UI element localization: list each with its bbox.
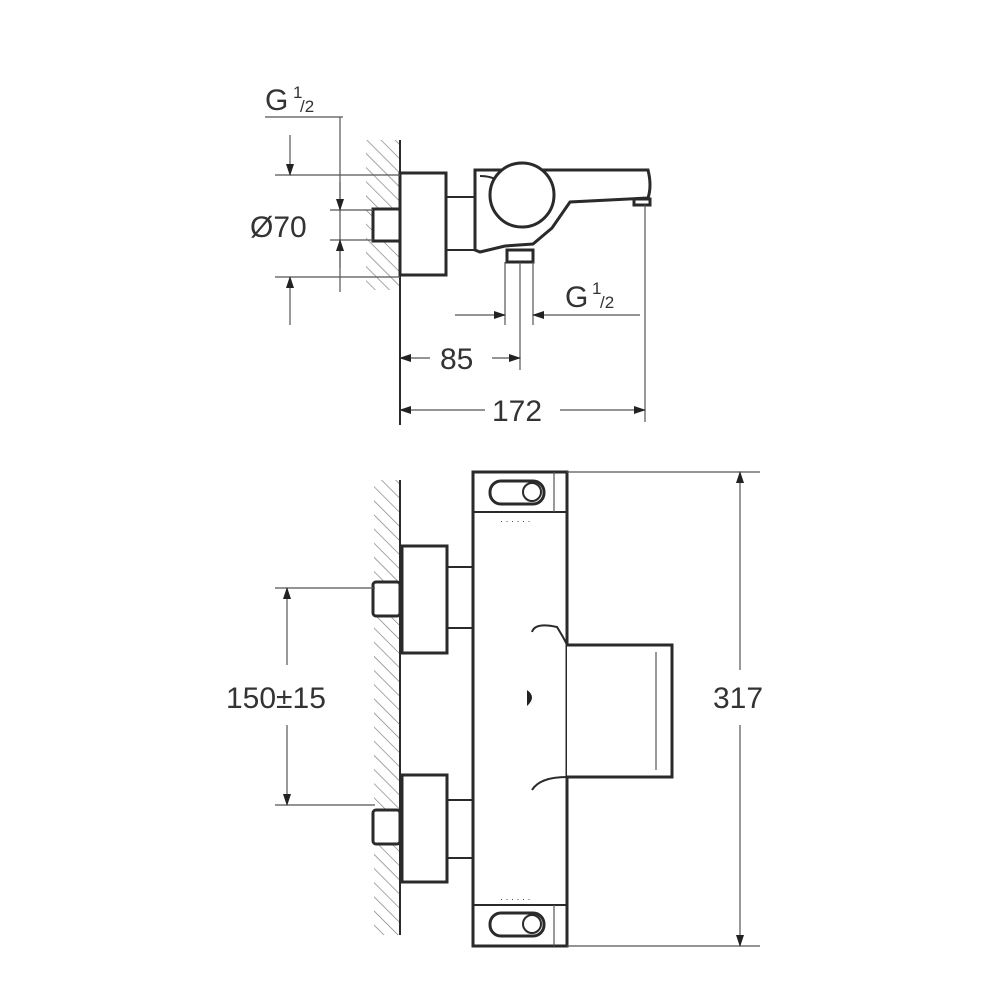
scale-marks-top: · · · · · ·: [500, 516, 531, 526]
height-label: 317: [713, 682, 763, 715]
handle-knob: [522, 482, 542, 502]
thermostat-body: [471, 470, 569, 948]
outlet-offset-label: 85: [440, 343, 473, 376]
diameter-label: Ø70: [250, 211, 307, 244]
upper-inlet-nut: [371, 580, 402, 618]
thread-denominator: /2: [300, 97, 314, 116]
spout-upper-curve: [531, 624, 568, 646]
upper-escutcheon: [400, 544, 449, 655]
shower-outlet: [505, 248, 535, 264]
temperature-handle: [488, 479, 546, 506]
lower-escutcheon: [400, 773, 449, 884]
inlet-nut: [371, 207, 402, 243]
inlet-thread-label: G 1 /2: [265, 83, 314, 117]
flow-handle: [488, 911, 546, 938]
scale-marks-bottom: · · · · · ·: [500, 894, 531, 904]
handle-knob: [522, 914, 542, 934]
thread-denominator: /2: [600, 293, 614, 312]
side-view: G 1 /2 Ø70 G 1 /2 85 172: [250, 83, 652, 428]
spout-front: [567, 643, 674, 779]
lower-inlet-nut: [371, 808, 402, 846]
thread-numerator: 1: [592, 279, 601, 298]
projection-label: 172: [492, 395, 542, 428]
indicator-mark: [527, 690, 532, 706]
spout-outlet: [632, 197, 652, 207]
control-knob: [488, 161, 556, 229]
thread-letter: G: [565, 281, 588, 314]
wall-hatch-front: [374, 480, 400, 935]
outlet-thread-label: G 1 /2: [565, 279, 614, 314]
front-view: · · · · · · · · · · · · 150±15 317: [226, 470, 763, 948]
thread-numerator: 1: [293, 83, 302, 102]
wall-escutcheon: [398, 171, 448, 277]
spout-lower-curve: [531, 776, 568, 791]
thread-letter: G: [265, 84, 288, 117]
inlet-spacing-label: 150±15: [226, 682, 326, 715]
